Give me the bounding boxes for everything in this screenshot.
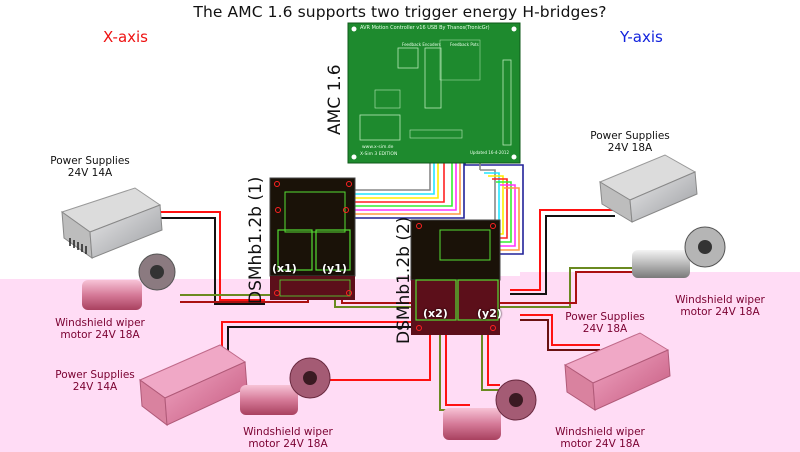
signal-wire (355, 145, 465, 219)
motor-x-top-label-line2: motor 24V 18A (60, 329, 140, 341)
psu-y-top-label-line2: 24V 18A (607, 142, 653, 154)
motor-x-bottom (240, 357, 331, 415)
hbridge-1-channel-x1: (x1) (272, 262, 297, 275)
power-wires-x-bottom (221, 321, 420, 362)
hbridge-2-channel-x2: (x2) (423, 307, 448, 320)
motor-y-bottom-label-line2: motor 24V 18A (560, 438, 640, 450)
hbridge-2-channel-y2: (y2) (477, 307, 502, 320)
psu-x-bottom-label: Power Supplies 24V 14A (45, 369, 145, 393)
signal-wire (464, 164, 524, 255)
psu-y-top-label-line1: Power Supplies (590, 130, 670, 142)
motor-x-top (82, 253, 176, 310)
motor-x-bottom-label-line1: Windshield wiper (243, 426, 333, 438)
controller-label: AMC 1.6 (325, 64, 345, 135)
hbridge-1-board (269, 177, 356, 300)
psu-x-top (60, 187, 163, 260)
psu-x-top-label-line2: 24V 14A (67, 167, 113, 179)
motor-x-bottom-label-line2: motor 24V 18A (248, 438, 328, 450)
hbridge-1-channel-y1: (y1) (322, 262, 347, 275)
motor-y-top-label-line1: Windshield wiper (675, 294, 765, 306)
controller-section-pots: Feedback Pots (450, 42, 479, 47)
psu-y-top-label: Power Supplies 24V 18A (575, 130, 685, 154)
psu-y-top (598, 154, 698, 223)
motor-x-top-label: Windshield wiper motor 24V 18A (40, 317, 160, 341)
motor-y-bottom-label: Windshield wiper motor 24V 18A (540, 426, 660, 450)
psu-x-top-label-line1: Power Supplies (50, 155, 130, 167)
controller-section-encoders: Feedback Encoders (402, 42, 441, 47)
hbridge-2-label: DSMhb1.2b (2) (394, 216, 414, 344)
controller-website: www.x-sim.de (362, 145, 394, 150)
psu-x-bottom-label-line1: Power Supplies (55, 369, 135, 381)
psu-y-bottom (563, 332, 671, 411)
motor-y-bottom-label-line1: Windshield wiper (555, 426, 645, 438)
signal-wire (490, 187, 520, 251)
power-wires-y-bottom (520, 314, 600, 351)
page-title: The AMC 1.6 supports two trigger energy … (193, 3, 607, 21)
signal-wire (355, 145, 445, 203)
motor-y-bottom (443, 379, 537, 440)
power-wires-x-top (155, 211, 265, 305)
signal-wire (355, 145, 453, 207)
x-axis-label: X-axis (103, 28, 148, 46)
y-axis-label: Y-axis (620, 28, 663, 46)
psu-y-bottom-label: Power Supplies 24V 18A (550, 311, 660, 335)
signal-wire (355, 145, 457, 211)
psu-x-bottom-label-line2: 24V 14A (72, 381, 118, 393)
motor-x-top-label-line1: Windshield wiper (55, 317, 145, 329)
amc-board (347, 22, 521, 164)
motor-y-top-label: Windshield wiper motor 24V 18A (660, 294, 780, 318)
controller-board-title: AVR Motion Controller v16 USB By Thanos(… (360, 25, 490, 31)
controller-edition: X-Sim 3 EDITION (360, 152, 398, 157)
controller-updated: Updated 16-4-2012 (470, 150, 509, 155)
psu-x-bottom (138, 344, 248, 427)
psu-x-top-label: Power Supplies 24V 14A (40, 155, 140, 179)
psu-y-bottom-label-line1: Power Supplies (565, 311, 645, 323)
motor-x-bottom-label: Windshield wiper motor 24V 18A (228, 426, 348, 450)
motor-y-top-label-line2: motor 24V 18A (680, 306, 760, 318)
signal-wire (490, 184, 516, 247)
psu-y-bottom-label-line2: 24V 18A (582, 323, 628, 335)
hbridge-2-board (410, 219, 501, 335)
motor-y-top (632, 226, 726, 278)
signal-wire (355, 145, 461, 215)
hbridge-1-label: DSMhb1.2b (1) (246, 176, 266, 304)
motor-wires (180, 267, 640, 411)
power-wires-y-top (510, 209, 615, 295)
